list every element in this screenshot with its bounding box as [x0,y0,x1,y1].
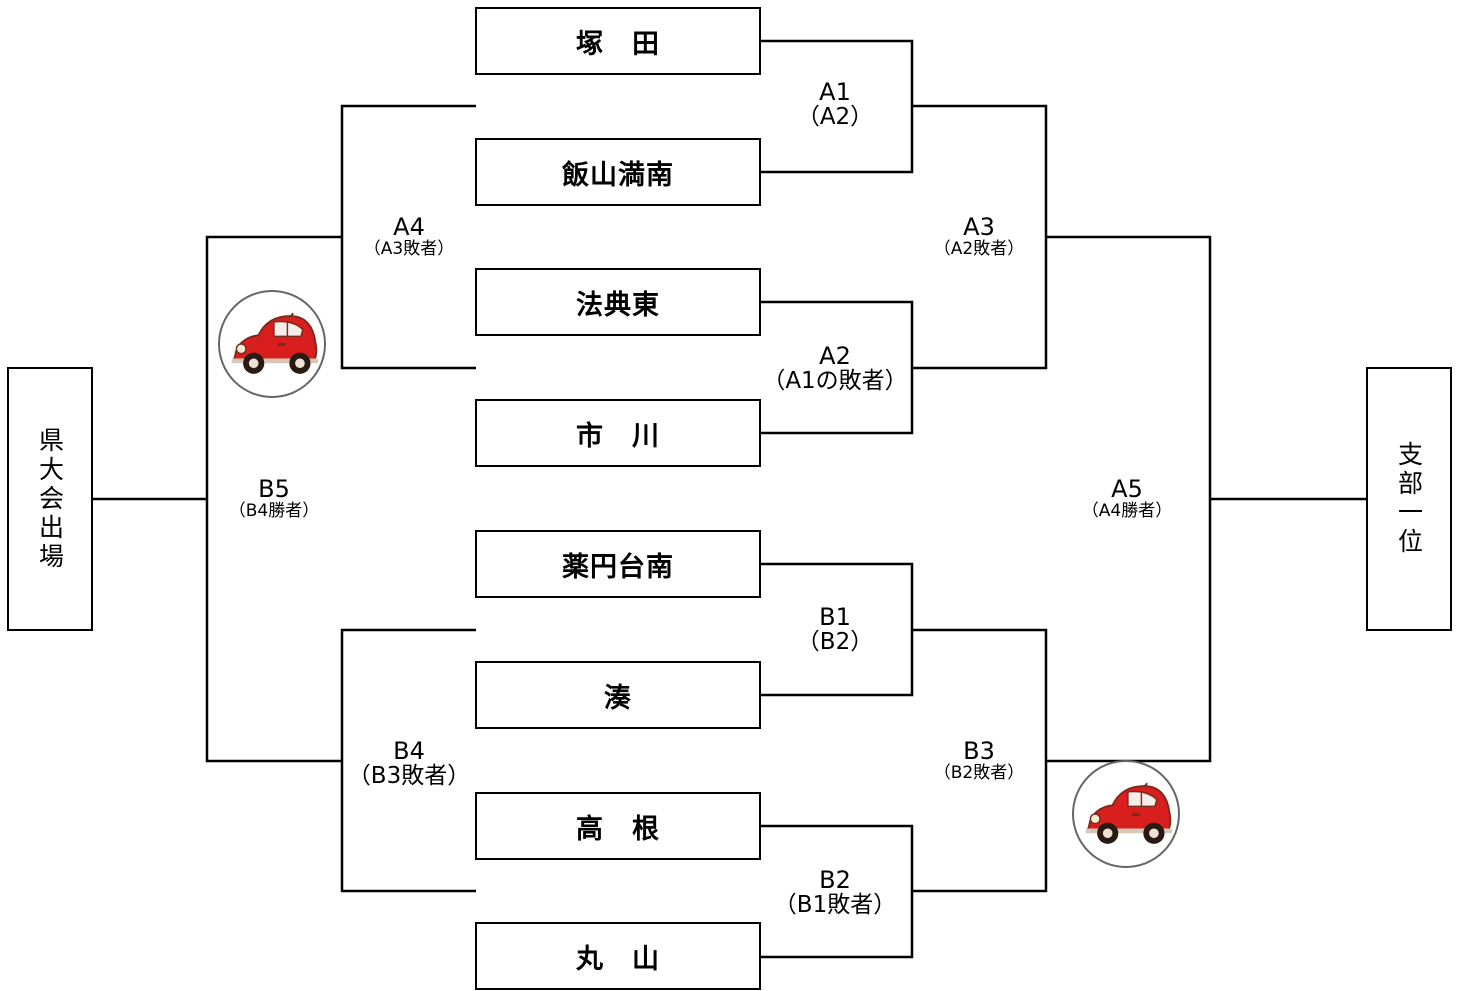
red-car-icon [218,290,326,398]
match-note: （A2） [796,104,874,130]
match-id: A3 [963,213,995,241]
team-box: 塚 田 [475,7,761,75]
match-id: A1 [819,78,851,106]
match-id: B1 [819,603,851,631]
team-box: 薬円台南 [475,530,761,598]
match-b4-label: B4 （B3敗者） [348,739,470,788]
match-note: （A4勝者） [1081,501,1173,521]
team-box: 湊 [475,661,761,729]
match-note: （B3敗者） [347,763,471,789]
match-b5-label: B5 （B4勝者） [229,477,319,520]
match-id: A2 [819,342,851,370]
match-note: （A3敗者） [363,239,455,259]
match-id: B4 [393,737,425,765]
match-note: （A1の敗者） [762,368,908,394]
match-id: A4 [393,213,425,241]
team-name: 丸 山 [576,943,660,975]
team-box: 市 川 [475,399,761,467]
team-box: 法典東 [475,268,761,336]
team-box: 丸 山 [475,922,761,990]
red-car-icon [1072,760,1180,868]
match-id: A5 [1111,475,1143,503]
match-a2-label: A2 （A1の敗者） [762,344,907,393]
match-note: （B2敗者） [933,763,1025,783]
match-id: B3 [963,737,995,765]
match-b1-label: B1 （B2） [797,605,873,654]
team-name: 塚 田 [576,28,660,60]
match-a3-label: A3 （A2敗者） [934,215,1024,258]
match-b3-label: B3 （B2敗者） [934,739,1024,782]
team-name: 市 川 [576,420,660,452]
left-destination-label: 県大会出場 [35,426,65,572]
match-note: （A2敗者） [933,239,1025,259]
team-name: 飯山満南 [562,159,674,191]
match-note: （B1敗者） [773,892,897,918]
match-a1-label: A1 （A2） [797,80,873,129]
team-box: 飯山満南 [475,138,761,206]
match-b2-label: B2 （B1敗者） [774,868,896,917]
match-id: B5 [258,475,290,503]
match-id: B2 [819,866,851,894]
match-note: （B2） [796,629,874,655]
team-name: 法典東 [576,289,660,321]
team-name: 高 根 [576,813,660,845]
match-a4-label: A4 （A3敗者） [364,215,454,258]
match-a5-label: A5 （A4勝者） [1082,477,1172,520]
team-name: 薬円台南 [562,551,674,583]
right-destination-label: 支部一位 [1394,441,1424,557]
team-name: 湊 [604,682,632,714]
left-destination-box: 県大会出場 [7,367,93,631]
right-destination-box: 支部一位 [1366,367,1452,631]
team-box: 高 根 [475,792,761,860]
match-note: （B4勝者） [228,501,320,521]
